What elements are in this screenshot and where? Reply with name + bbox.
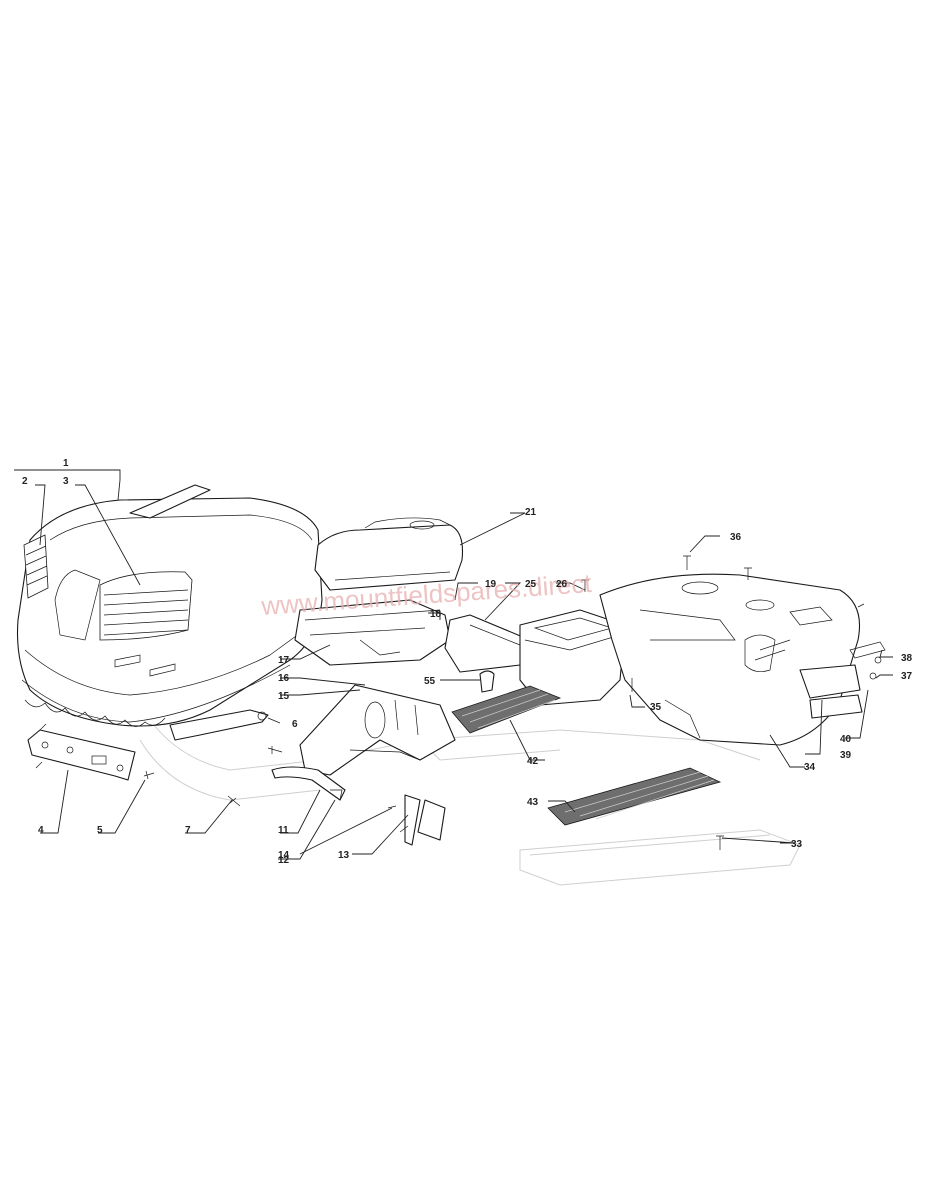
center-console-part — [519, 609, 626, 706]
callout-3: 3 — [63, 476, 69, 487]
callout-34: 34 — [804, 762, 816, 773]
callout-55: 55 — [424, 676, 436, 687]
footrest-bolt — [716, 835, 724, 850]
rear-body-part — [599, 573, 861, 746]
callout-21: 21 — [525, 507, 537, 518]
pedal-frame-part — [299, 684, 456, 776]
callout-35: 35 — [650, 702, 662, 713]
callout-1: 1 — [63, 458, 69, 469]
callout-16: 16 — [278, 673, 290, 684]
callout-12: 12 — [278, 855, 290, 866]
front-grille-part — [99, 571, 193, 641]
callout-17: 17 — [278, 655, 290, 666]
callout-33: 33 — [791, 839, 803, 850]
callout-2: 2 — [22, 476, 28, 487]
screw-fasteners — [35, 723, 283, 807]
control-lever-part — [271, 766, 346, 801]
leader-lines — [14, 469, 893, 860]
console-panel-part — [444, 614, 531, 673]
callout-25: 25 — [525, 579, 537, 590]
callout-37: 37 — [901, 671, 913, 682]
dash-cover-part — [314, 517, 464, 591]
callout-42: 42 — [527, 756, 539, 767]
knob-part — [479, 670, 495, 693]
callout-26: 26 — [556, 579, 568, 590]
callout-labels: 1 2 3 4 5 6 7 11 12 13 14 15 16 17 18 19… — [22, 458, 913, 866]
callout-7: 7 — [185, 825, 191, 836]
lower-dash-panel-part — [294, 599, 451, 666]
footrest-mat-right — [547, 767, 722, 826]
support-bracket-part — [169, 709, 269, 741]
footrest-mat-left — [451, 685, 562, 734]
callout-18: 18 — [430, 609, 442, 620]
pedal-bracket-part — [387, 794, 446, 846]
callout-14: 14 — [278, 850, 290, 861]
callout-40: 40 — [840, 734, 852, 745]
callout-13: 13 — [338, 850, 350, 861]
callout-38: 38 — [901, 653, 913, 664]
callout-19: 19 — [485, 579, 497, 590]
callout-6: 6 — [292, 719, 298, 730]
bracket-plate-part — [27, 729, 136, 781]
callout-15: 15 — [278, 691, 290, 702]
callout-43: 43 — [527, 797, 539, 808]
callout-39: 39 — [840, 750, 852, 761]
callout-4: 4 — [38, 825, 44, 836]
rear-mount-part — [799, 641, 886, 719]
callout-11: 11 — [278, 825, 289, 836]
callout-5: 5 — [97, 825, 103, 836]
ghost-chassis — [139, 719, 801, 886]
side-grille-part — [23, 534, 49, 599]
callout-36: 36 — [730, 532, 742, 543]
